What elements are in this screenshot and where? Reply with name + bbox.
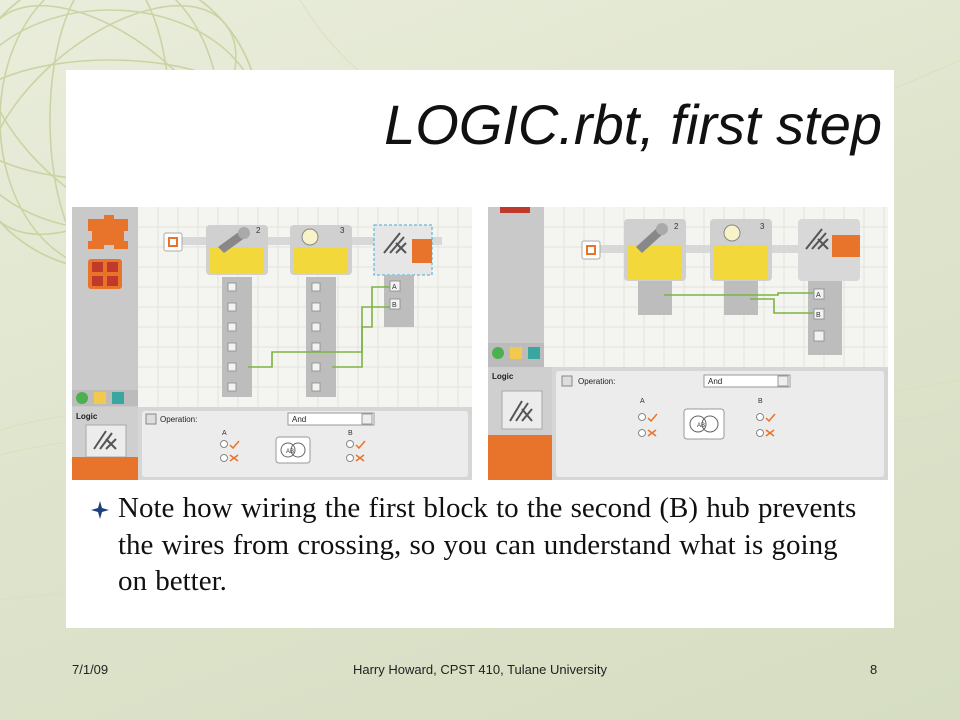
input-b-true-radio[interactable] <box>756 413 764 421</box>
light-sensor-data-hub <box>724 281 758 315</box>
venn-label: AB <box>286 449 294 455</box>
operation-dropdown[interactable] <box>287 412 375 426</box>
screenshot-left: 2 3 A B <box>72 207 472 480</box>
false-x-icon <box>229 454 239 462</box>
footer-date: 7/1/09 <box>72 662 109 677</box>
operation-label: Operation: <box>578 377 615 386</box>
false-x-icon <box>647 429 657 437</box>
complete-tab-icon[interactable] <box>94 392 106 404</box>
block-palette <box>488 207 544 367</box>
true-check-icon <box>765 413 776 423</box>
false-x-icon <box>765 429 775 437</box>
wire-light-to-a[interactable] <box>332 286 390 368</box>
hub-port-a-label: A <box>816 292 821 299</box>
input-b-false-radio[interactable] <box>756 429 764 437</box>
bullet-text: Note how wiring the first block to the s… <box>118 492 857 597</box>
block-number-label: 2 <box>674 222 679 231</box>
input-a-true-radio[interactable] <box>638 413 646 421</box>
true-check-icon <box>355 440 366 450</box>
wire-sound-to-b[interactable] <box>248 306 390 368</box>
common-tab-icon[interactable] <box>492 347 504 359</box>
start-point-icon <box>163 232 183 252</box>
custom-tab-icon[interactable] <box>112 392 124 404</box>
venn-label: AB <box>697 423 705 429</box>
hub-port-b-label: B <box>392 302 397 309</box>
screenshot-right: 2 3 A B Logic <box>488 207 888 480</box>
operation-value: And <box>708 377 722 386</box>
block-number-label: 3 <box>760 222 765 231</box>
input-a-false-radio[interactable] <box>638 429 646 437</box>
input-b-label: B <box>348 430 353 437</box>
true-check-icon <box>647 413 658 423</box>
chevron-down-icon[interactable] <box>361 413 373 425</box>
start-point-icon <box>581 240 601 260</box>
input-b-label: B <box>758 398 763 405</box>
wire-sound-to-a[interactable] <box>664 292 814 296</box>
block-number-label: 2 <box>256 226 261 235</box>
common-tab-icon[interactable] <box>76 392 88 404</box>
config-panel-title: Logic <box>76 412 98 421</box>
input-a-label: A <box>640 398 645 405</box>
slide-title: LOGIC.rbt, first step <box>384 93 882 156</box>
custom-tab-icon[interactable] <box>528 347 540 359</box>
complete-tab-icon[interactable] <box>510 347 522 359</box>
operation-dropdown[interactable] <box>703 374 791 388</box>
sound-sensor-data-hub <box>222 277 252 397</box>
hub-port-b-label: B <box>816 312 821 319</box>
input-a-false-radio[interactable] <box>220 454 228 462</box>
true-check-icon <box>229 440 240 450</box>
sound-sensor-data-hub <box>638 281 672 315</box>
input-b-false-radio[interactable] <box>346 454 354 462</box>
calculator-icon <box>145 413 157 425</box>
hub-port-a-label: A <box>392 284 397 291</box>
false-x-icon <box>355 454 365 462</box>
four-point-star-icon <box>91 501 109 519</box>
footer-page-number: 8 <box>870 662 878 677</box>
bullet-item: Note how wiring the first block to the s… <box>90 490 860 600</box>
calculator-icon <box>561 375 573 387</box>
wire-light-to-b[interactable] <box>750 298 814 314</box>
logic-data-hub <box>808 281 842 355</box>
config-panel-title: Logic <box>492 372 514 381</box>
common-palette-icon[interactable] <box>88 215 128 249</box>
input-a-label: A <box>222 430 227 437</box>
light-sensor-data-hub <box>306 277 336 397</box>
operation-label: Operation: <box>160 415 197 424</box>
footer-author: Harry Howard, CPST 410, Tulane Universit… <box>352 662 608 677</box>
logic-block[interactable] <box>798 219 860 281</box>
input-b-true-radio[interactable] <box>346 440 354 448</box>
chevron-down-icon[interactable] <box>777 375 789 387</box>
operation-value: And <box>292 415 306 424</box>
input-a-true-radio[interactable] <box>220 440 228 448</box>
block-number-label: 3 <box>340 226 345 235</box>
